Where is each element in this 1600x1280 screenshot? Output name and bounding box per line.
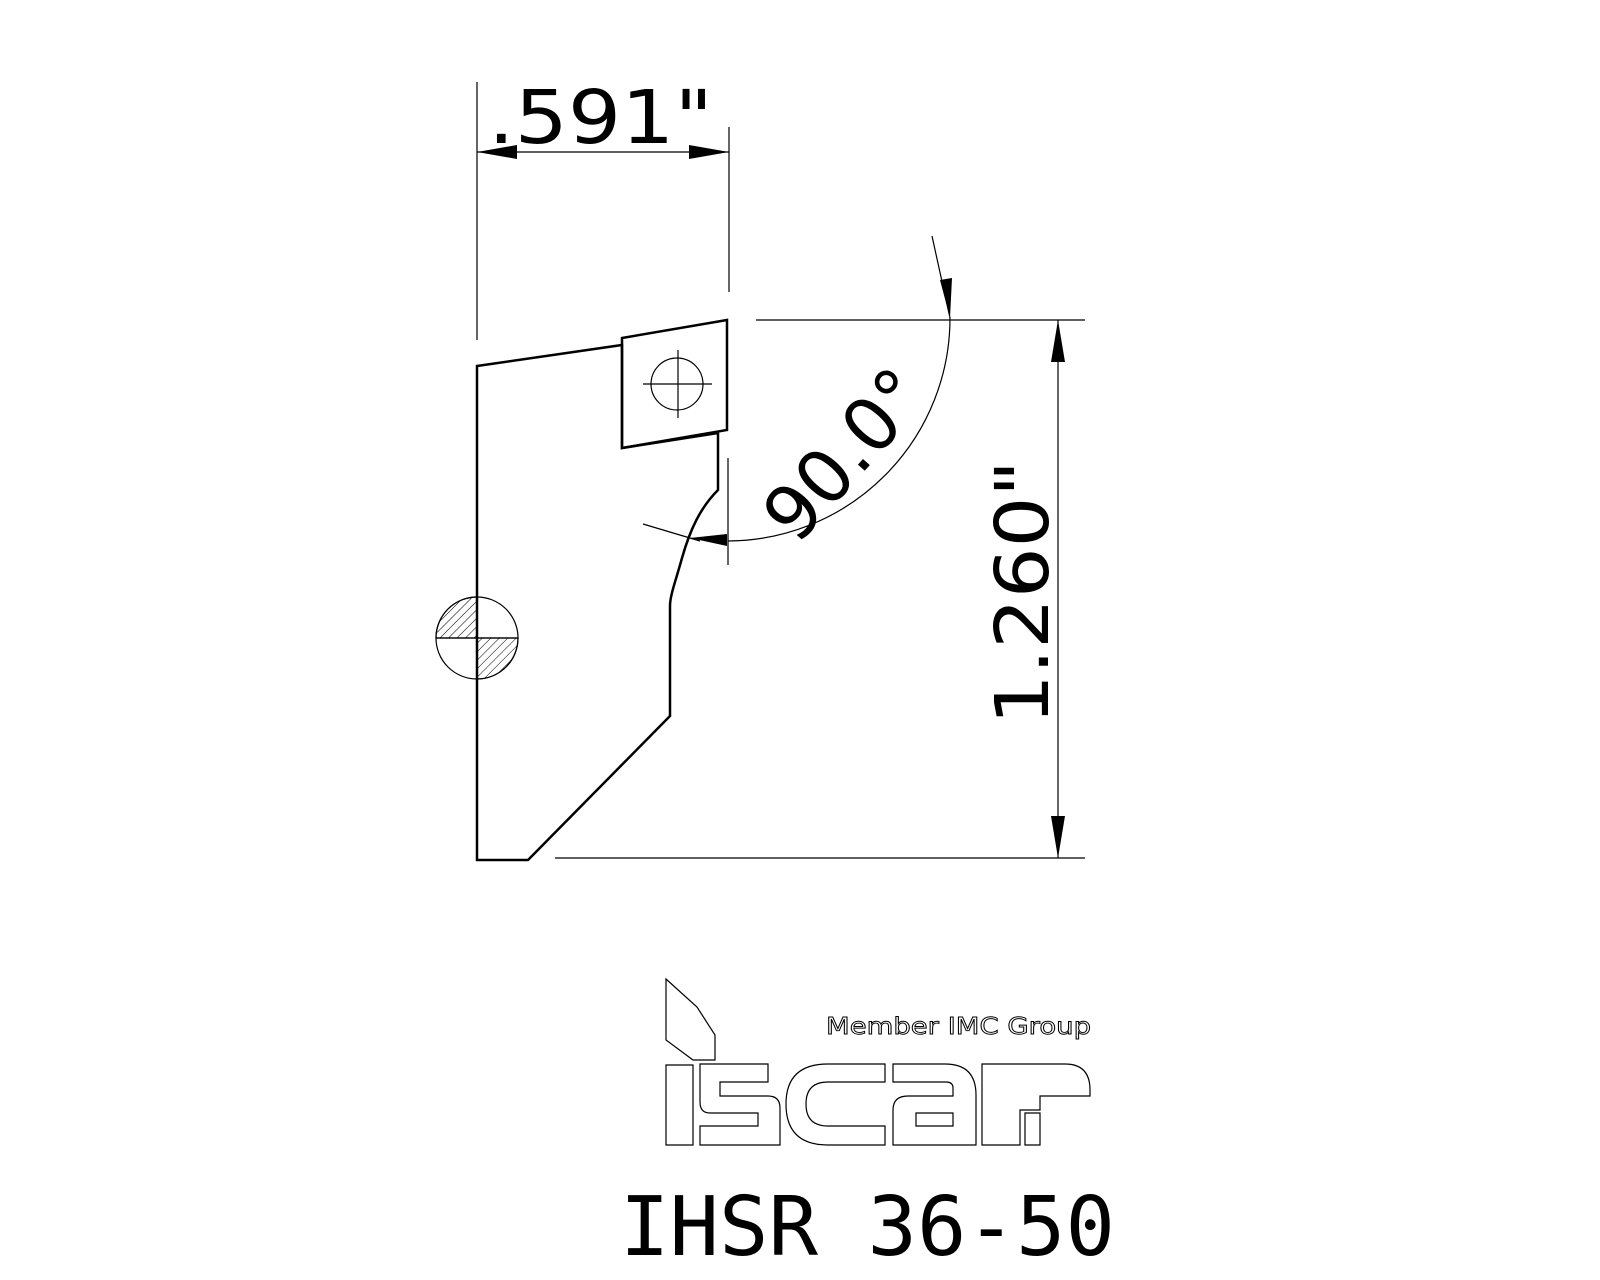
height-dimension (555, 319, 1085, 859)
width-dimension-label: .591" (488, 75, 713, 161)
arrow-right (689, 145, 729, 159)
insert-seat (620, 318, 729, 450)
tool-body (475, 318, 729, 862)
angle-dimension-label: 90.0° (746, 352, 944, 558)
arrow-up (1051, 320, 1065, 362)
company-logo (665, 977, 1091, 1146)
arrow-left (477, 145, 517, 159)
arrow-angle-top (940, 278, 952, 318)
centerline-symbol (435, 596, 519, 680)
part-number: IHSR 36-50 (620, 1180, 1115, 1275)
arrow-angle-left (690, 534, 727, 546)
angle-dimension (642, 235, 952, 565)
logo-tagline: Member IMC Group (826, 1014, 1091, 1040)
width-dimension (476, 82, 730, 340)
tool-outline (475, 343, 720, 862)
height-dimension-label: 1.260" (980, 460, 1066, 725)
arrow-down (1051, 816, 1065, 858)
screw-hole (643, 350, 712, 418)
